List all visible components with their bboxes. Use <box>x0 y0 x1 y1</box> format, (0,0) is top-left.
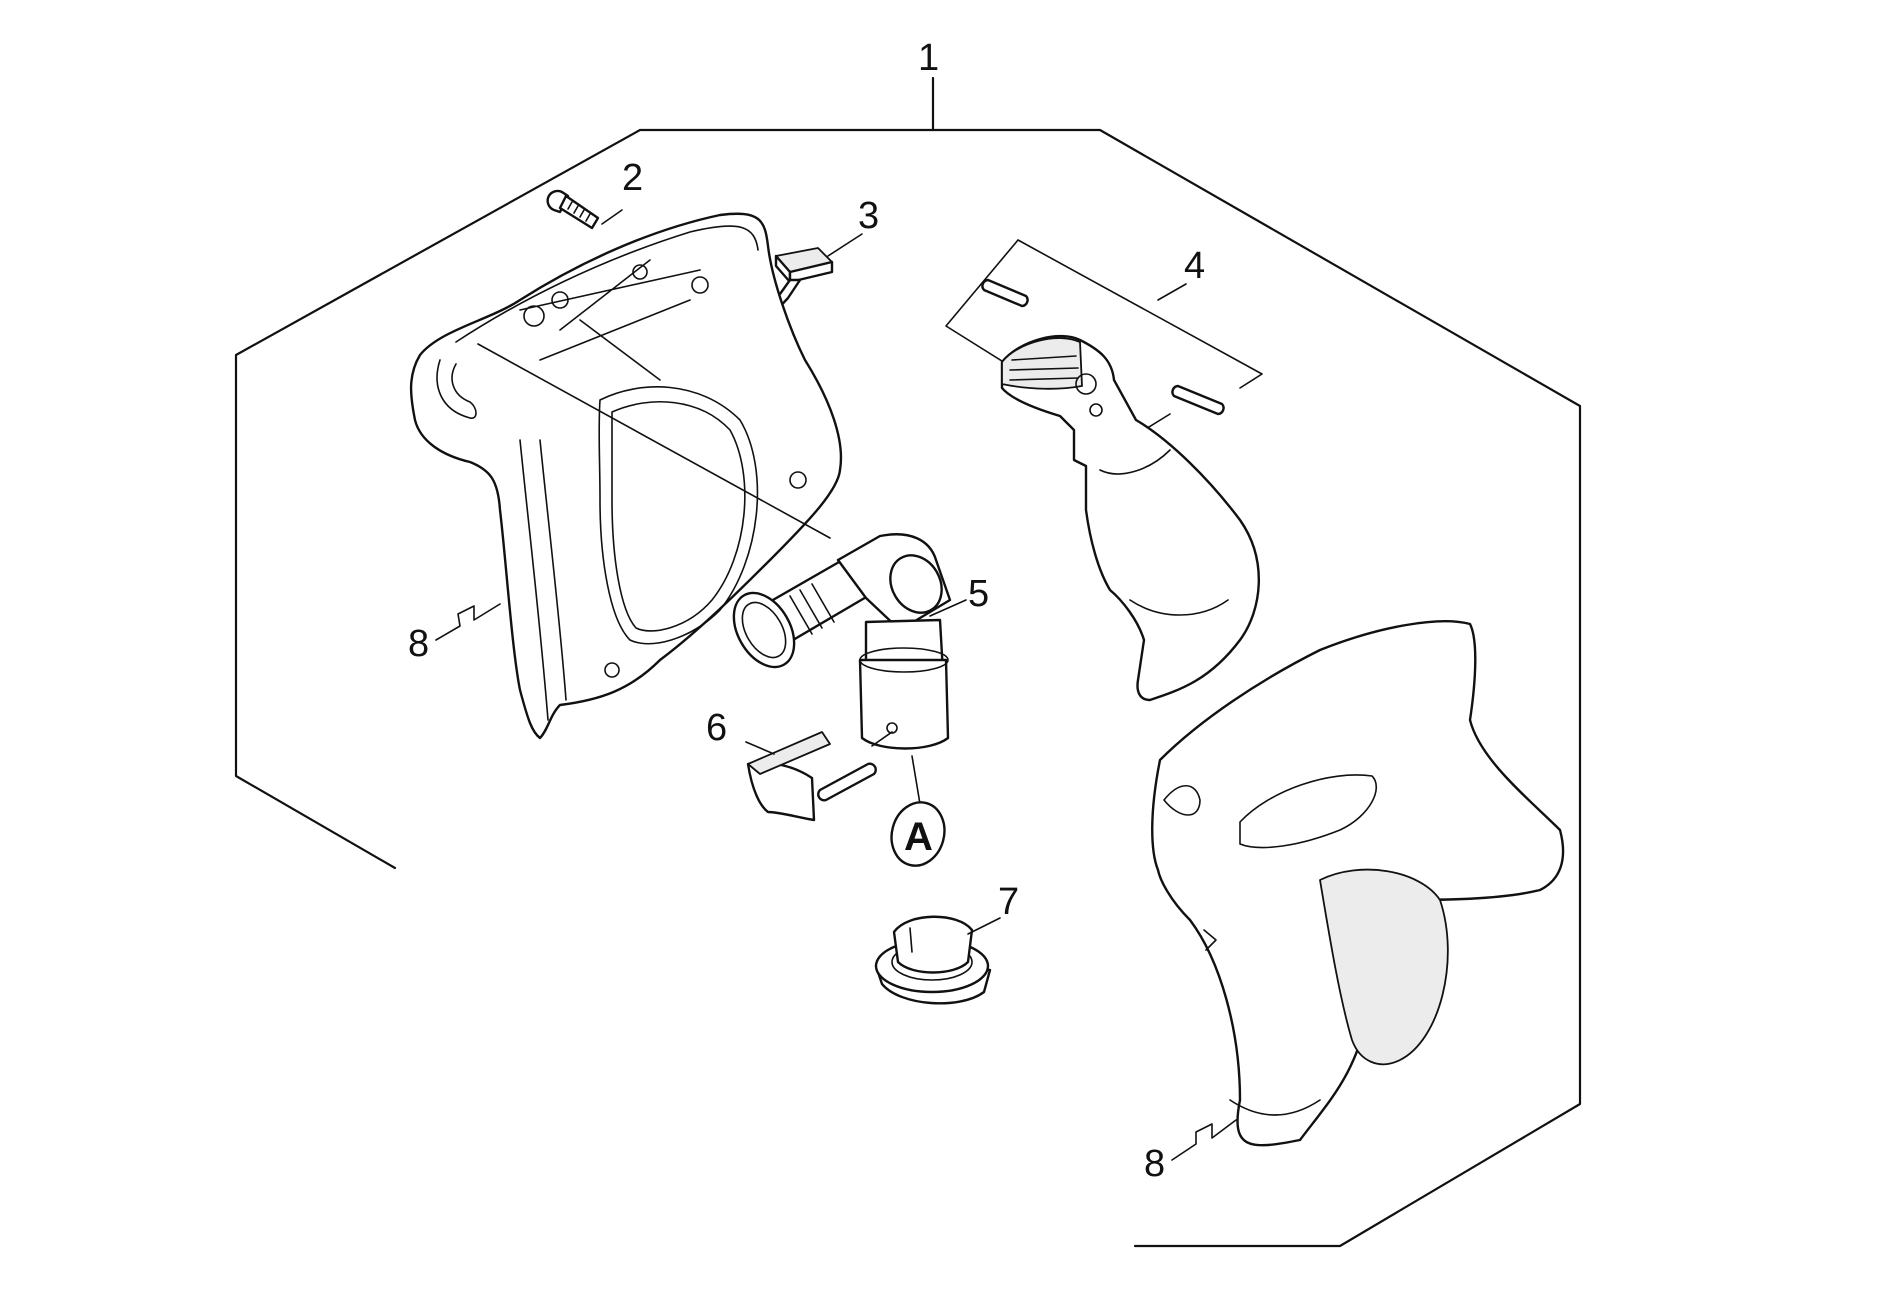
callout-label-1: 1 <box>918 37 939 79</box>
alignment-line <box>477 343 831 539</box>
callout-label-4: 4 <box>1184 245 1205 287</box>
left-housing-half-part <box>409 212 843 740</box>
ref-A-leader <box>911 755 921 805</box>
callout-label-2: 2 <box>622 157 643 199</box>
callout-label-6: 6 <box>706 707 727 749</box>
ref-A-circle <box>890 801 946 867</box>
callout-leader-8-right <box>1171 1119 1237 1161</box>
callout-label-7: 7 <box>998 881 1019 923</box>
callout-label-8-right: 8 <box>1144 1143 1165 1185</box>
trigger-kit-part <box>945 239 1263 702</box>
retaining-clip-part <box>746 731 877 822</box>
callout-leader-6b <box>871 731 893 747</box>
right-housing-half-part <box>1151 620 1565 1147</box>
angled-pipe-part <box>732 533 952 750</box>
callout-label-8-left: 8 <box>408 623 429 665</box>
callout-leader-8-left <box>435 603 501 641</box>
callout-leader-6 <box>745 741 775 755</box>
callout-leader-4 <box>1157 283 1187 301</box>
screw-part <box>546 189 600 230</box>
kit-boundary-outline <box>234 128 1582 1248</box>
callout-leader-2 <box>601 209 623 225</box>
callout-leader-7 <box>967 917 1001 935</box>
callout-leader-5 <box>929 599 967 617</box>
ref-A-letter: A <box>904 815 933 859</box>
bushing-part <box>874 915 992 1005</box>
callout-label-3: 3 <box>858 195 879 237</box>
callout-label-5: 5 <box>968 573 989 615</box>
callout-leader-3 <box>827 233 863 257</box>
